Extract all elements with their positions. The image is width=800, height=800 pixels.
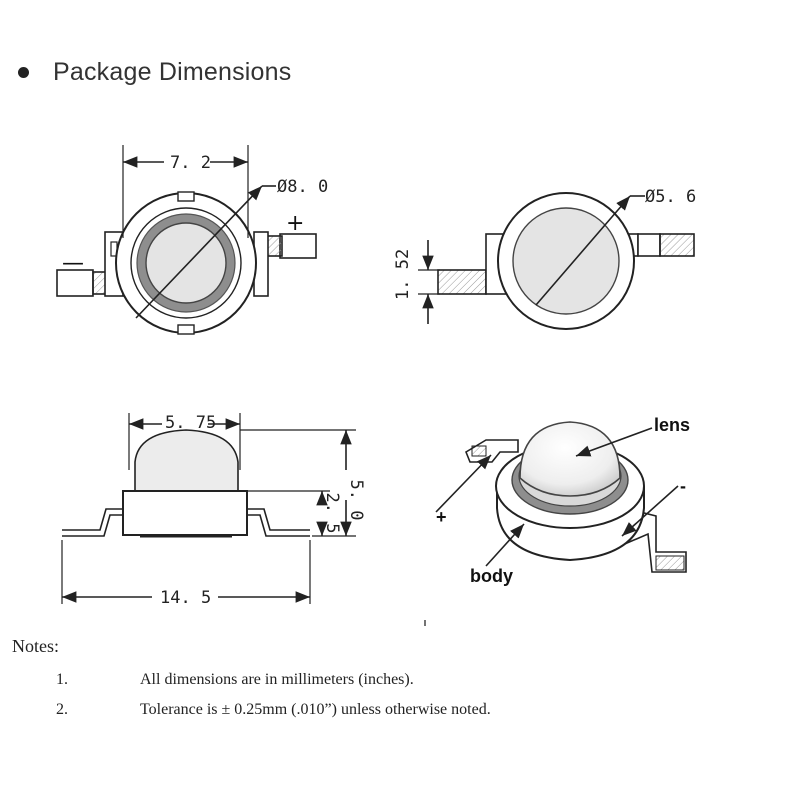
lens-width-label: 5. 75	[165, 413, 216, 433]
isometric-view	[435, 421, 687, 573]
notes-title: Notes:	[12, 636, 59, 656]
top-plus-label: +	[286, 211, 304, 236]
heading-text: Package Dimensions	[53, 58, 292, 86]
bullet-icon	[18, 67, 29, 78]
top-width-label: 7. 2	[170, 153, 211, 173]
note-text: All dimensions are in millimeters (inche…	[140, 671, 414, 688]
iso-plus-label: +	[436, 507, 447, 527]
section-heading: Package Dimensions	[18, 58, 291, 87]
body-label: body	[470, 566, 513, 586]
bottom-diameter-label: Ø5. 6	[645, 187, 696, 207]
top-diameter-label: Ø8. 0	[277, 177, 328, 197]
iso-minus-label: -	[680, 476, 686, 496]
top-view	[56, 145, 317, 335]
note-text: Tolerance is ± 0.25mm (.010”) unless oth…	[140, 701, 491, 718]
total-height-label: 5. 0	[346, 480, 366, 521]
total-length-label: 14. 5	[160, 588, 211, 608]
lens-label: lens	[654, 415, 690, 435]
lead-thickness-label: 1. 52	[393, 249, 413, 300]
body-height-label: 2. 5	[322, 493, 342, 534]
side-view	[61, 413, 356, 604]
bottom-view	[418, 192, 695, 330]
top-minus-label: —	[62, 251, 84, 276]
note-item: 1. All dimensions are in millimeters (in…	[12, 671, 491, 689]
note-item: 2. Tolerance is ± 0.25mm (.010”) unless …	[12, 701, 491, 719]
notes-block: Notes: 1. All dimensions are in millimet…	[12, 636, 491, 731]
note-number: 2.	[56, 701, 68, 718]
note-number: 1.	[56, 671, 68, 688]
